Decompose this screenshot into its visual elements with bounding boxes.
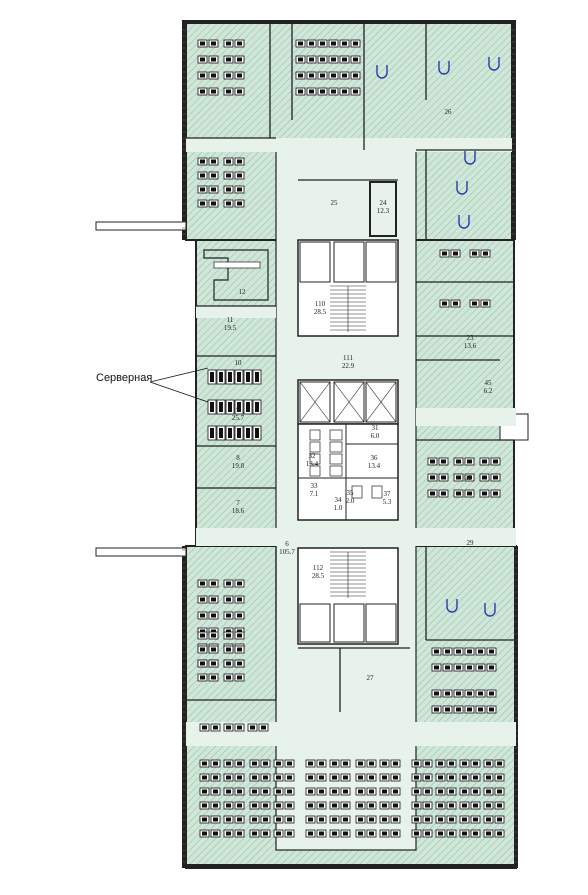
room-number-27: 27 [367, 674, 375, 682]
room-area-35: 2.0 [346, 497, 355, 505]
blue-fixture [438, 61, 450, 75]
room-number-9: 9 [236, 406, 240, 414]
room-number-23: 23 [467, 334, 475, 342]
blue-fixture [458, 215, 470, 229]
wc-block [297, 423, 399, 521]
room-area-45: 6.2 [484, 387, 493, 395]
room-number-36: 36 [371, 454, 379, 462]
room-area-110: 28.5 [314, 308, 327, 316]
room-area-23: 13.6 [464, 342, 477, 350]
room-area-37: 5.3 [383, 498, 392, 506]
room-number-112: 112 [313, 564, 324, 572]
room-area-6: 105.7 [279, 548, 295, 556]
blue-fixture [488, 57, 500, 71]
room-area-36: 13.4 [368, 462, 381, 470]
blue-fixture [376, 65, 388, 79]
callout-leaders [149, 367, 209, 403]
room-number-26: 26 [445, 108, 453, 116]
server-room-callout: Серверная [96, 372, 153, 384]
room-12-outline [203, 249, 269, 301]
blue-fixture [446, 599, 458, 613]
room-number-111: 111 [343, 354, 353, 362]
room-number-28: 28 [465, 474, 473, 482]
blue-fixture [484, 603, 496, 617]
room-area-9: 25.7 [232, 414, 245, 422]
room-number-24: 24 [380, 199, 388, 207]
room-area-33: 7.1 [310, 490, 319, 498]
room-number-45: 45 [485, 379, 493, 387]
room-number-33: 33 [311, 482, 319, 490]
room-area-11: 19.5 [224, 324, 237, 332]
room-area-34: 1.0 [334, 504, 343, 512]
blue-fixture [456, 181, 468, 195]
room-number-35: 35 [347, 489, 355, 497]
room-number-34: 34 [335, 496, 343, 504]
partitions [186, 24, 514, 712]
server-core [297, 379, 399, 425]
room-number-10: 10 [235, 359, 243, 367]
room-number-8: 8 [236, 454, 240, 462]
blue-fixtures [376, 57, 500, 617]
room-area-24: 12.3 [377, 207, 390, 215]
room-24-outline [369, 181, 397, 237]
room-area-111: 22.9 [342, 362, 355, 370]
room-area-7: 18.6 [232, 507, 245, 515]
room-number-25: 25 [331, 199, 339, 207]
room-area-32: 13.4 [306, 460, 319, 468]
room-area-31: 6.0 [371, 432, 380, 440]
blue-fixture [464, 151, 476, 165]
room-area-8: 19.8 [232, 462, 245, 470]
room-number-12: 12 [239, 288, 247, 296]
room-labels: 2412.32511028.511122.91119.51210925.7819… [224, 108, 493, 682]
room-number-6: 6 [285, 540, 289, 548]
server-racks [207, 369, 262, 441]
room-number-37: 37 [384, 490, 392, 498]
stair-core-upper [297, 239, 399, 337]
room-number-32: 32 [309, 452, 317, 460]
stair-core-lower [297, 547, 399, 645]
room-number-31: 31 [372, 424, 380, 432]
room-number-11: 11 [227, 316, 234, 324]
room-number-7: 7 [236, 499, 240, 507]
room-area-112: 28.5 [312, 572, 325, 580]
room-number-110: 110 [315, 300, 326, 308]
room-number-29: 29 [467, 539, 475, 547]
